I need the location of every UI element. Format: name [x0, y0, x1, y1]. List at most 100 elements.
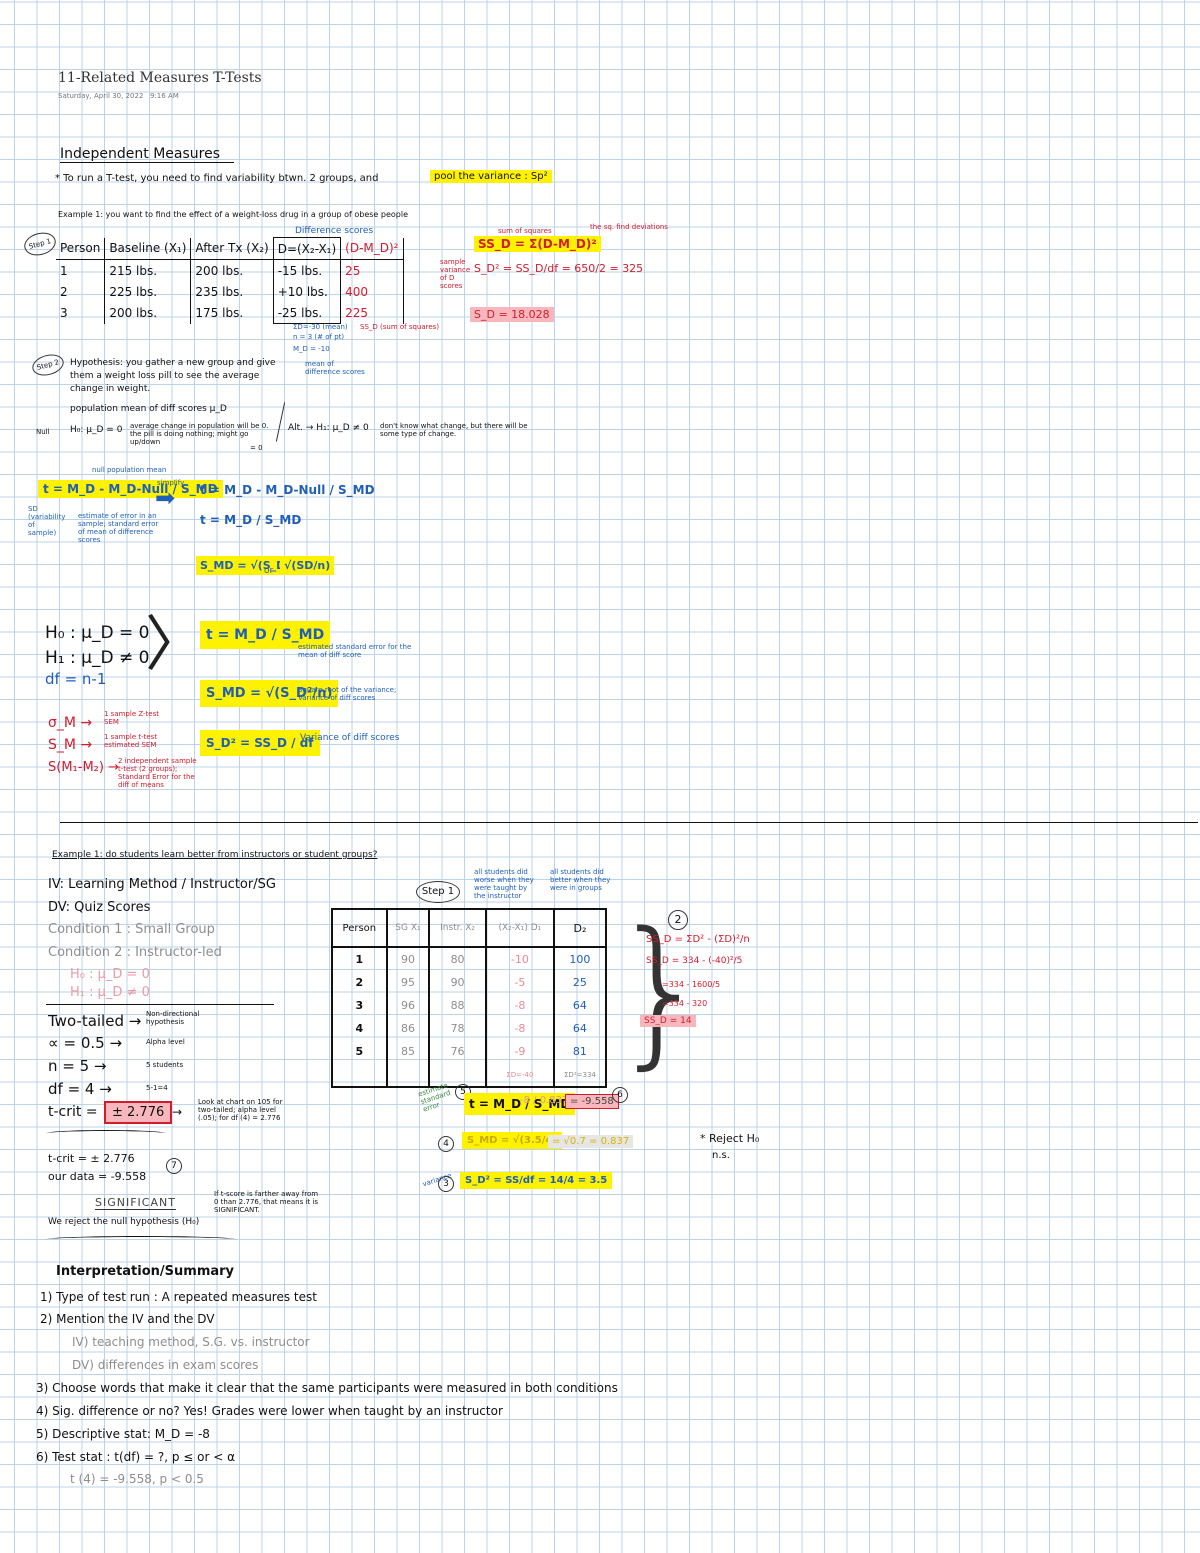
table-cell-empty — [385, 1063, 430, 1087]
s-m1m2-label: S(M₁-M₂) → — [48, 760, 119, 775]
t-formula-3: t = M_D / S_MD — [200, 513, 302, 527]
null-label: Null — [36, 428, 50, 436]
interp-item-5: 5) Descriptive stat: M_D = -8 — [36, 1427, 210, 1441]
table-cell: -25 lbs. — [272, 302, 342, 324]
summary-t-note: estimated standard error for the mean of… — [298, 643, 412, 659]
df-label: df = 4 → — [48, 1080, 112, 1098]
table-cell: 2 — [56, 281, 106, 302]
summary-smd-box: S_MD = √(S_D²/n) — [200, 680, 339, 707]
tcrit-value: ± 2.776 — [104, 1101, 173, 1124]
table-cell: -15 lbs. — [272, 259, 342, 281]
sum-note-3: M_D = -10 — [293, 345, 330, 353]
th-sg: SG X₁ — [385, 909, 430, 947]
smd-calc-2: = √0.7 = 0.837 — [548, 1135, 634, 1148]
tcrit-underline — [46, 1130, 166, 1137]
t-formula-2: t = M_D - M_D-Null / S_MD — [200, 483, 375, 497]
interp-test-stat: t (4) = -9.558, p < 0.5 — [70, 1472, 204, 1486]
intro-text: * To run a T-test, you need to find vari… — [55, 173, 379, 184]
significant-label: SIGNIFICANT — [95, 1196, 176, 1210]
table-cell: 2 — [355, 976, 364, 989]
table-cell: 88 — [428, 994, 486, 1017]
smd-calc: S_MD = √(3.5/4) — [462, 1132, 562, 1149]
step4-circle: 4 — [438, 1136, 454, 1152]
interp-item-3: 3) Choose words that make it clear that … — [36, 1381, 618, 1395]
table-cell: -10 — [484, 947, 554, 971]
interp-item-6: 6) Test stat : t(df) = ?, p ≤ or < α — [36, 1450, 236, 1464]
table-cell: -8 — [484, 994, 554, 1017]
summary-h0: H₀ : μ_D = 0 — [45, 623, 150, 643]
table-cell: -9 — [484, 1040, 554, 1063]
table-cell: -5 — [484, 971, 554, 994]
dv-text: DV: Quiz Scores — [48, 900, 151, 915]
null-note-2: = 0 — [250, 444, 263, 452]
quiz-scores-table: Person SG X₁ Instr. X₂ (X₂-X₁) D₁ D₂ 1 9… — [331, 908, 607, 1088]
null-note: average change in population will be 0. … — [130, 422, 269, 446]
s-m-label: S_M → — [48, 737, 93, 753]
example2-h0: H₀ : μ_D = 0 — [70, 967, 150, 982]
table-cell: 215 lbs. — [104, 259, 192, 281]
table-cell: +10 lbs. — [272, 281, 342, 302]
population-mean-text: population mean of diff scores μ_D — [70, 404, 227, 414]
table-cell: 85 — [385, 1040, 430, 1063]
table-cell: 86 — [385, 1017, 430, 1040]
null-hypothesis: H₀: μ_D = 0 — [70, 425, 123, 435]
sd-formula: S_D = 18.028 — [470, 307, 554, 322]
step2-circle: 2 — [668, 910, 688, 930]
alt-note: don't know what change, but there will b… — [380, 422, 528, 438]
page-title: 11-Related Measures T-Tests — [58, 70, 262, 86]
alpha-label: ∝ = 0.5 → — [48, 1034, 123, 1052]
ss-calc-4: =334 - 320 — [662, 999, 708, 1008]
summary-var-box: S_D² = SS_D / df — [200, 730, 320, 756]
step3-circle: 3 — [438, 1176, 454, 1192]
reject-underline — [46, 1236, 236, 1243]
tcrit-label: t-crit = — [48, 1104, 98, 1120]
table-cell: 225 — [340, 302, 404, 324]
t-calc: t = M_D / S_MD — [464, 1093, 576, 1115]
t-result: = -9.558 — [565, 1094, 619, 1109]
table-cell: 90 — [385, 947, 430, 971]
interp-item-iv: IV) teaching method, S.G. vs. instructor — [72, 1335, 310, 1349]
table-cell: 200 lbs. — [104, 302, 192, 324]
summary-h1: H₁ : μ_D ≠ 0 — [45, 648, 150, 668]
example2-title: Example 1: do students learn better from… — [52, 850, 378, 860]
two-tailed-label: Two-tailed → — [48, 1012, 142, 1030]
ss-calc-2: SS_D = 334 - (-40)²/5 — [646, 956, 743, 966]
sd-alt-formula: √(SD/n) — [280, 556, 335, 575]
t-formula: t = M_D - M_D-Null / S_MD — [38, 480, 223, 498]
alt-hypothesis: Alt. → H₁: μ_D ≠ 0 — [288, 423, 369, 433]
ss-calc: SS_D = ΣD² - (ΣD)²/n — [646, 934, 750, 945]
summary-bracket-icon: 〉 — [145, 610, 205, 680]
sd-note: SD (variability of sample) — [28, 505, 66, 537]
diff-scores-note: Difference scores — [295, 226, 374, 236]
s-m-note: 1 sample t-test estimated SEM — [104, 733, 158, 749]
reject-h0: * Reject H₀ — [700, 1132, 760, 1145]
sigma-m-label: σ_M → — [48, 715, 93, 731]
var-calc: S_D² = SS/df = 14/4 = 3.5 — [460, 1172, 613, 1189]
example2-step1-badge: Step 1 — [416, 881, 460, 903]
interp-item-dv: DV) differences in exam scores — [72, 1358, 259, 1372]
alpha-note: Alpha level — [146, 1038, 185, 1046]
table-cell: 4 — [355, 1022, 364, 1035]
our-data: our data = -9.558 — [48, 1170, 147, 1183]
note-better: all students did better when they were i… — [550, 868, 611, 892]
th-diff: D=(X₂-X₁) — [272, 237, 342, 260]
table-cell: 64 — [552, 994, 606, 1017]
tcrit-arrow-icon: → — [172, 1105, 183, 1119]
table-cell: 95 — [385, 971, 430, 994]
step5-circle: 5 — [455, 1084, 471, 1100]
th-person: Person — [56, 237, 106, 260]
th-person: Person — [342, 922, 377, 934]
table-cell: 5 — [355, 1045, 364, 1058]
two-tailed-note: Non-directional hypothesis — [146, 1010, 200, 1026]
variance-side-note: sample variance of D scores — [440, 258, 471, 290]
interp-item-1: 1) Type of test run : A repeated measure… — [40, 1290, 317, 1304]
table-cell-empty — [332, 1063, 387, 1087]
table-cell: 100 — [552, 947, 606, 971]
example2-h1: H₁ : μ_D ≠ 0 — [70, 985, 150, 1000]
variance-formula: S_D² = SS_D/df = 650/2 = 325 — [474, 262, 644, 275]
ss-result: SS_D = 14 — [640, 1015, 696, 1027]
n-note: 5 students — [146, 1061, 184, 1069]
ns-label: n.s. — [712, 1150, 730, 1161]
tcrit-repeat: t-crit = ± 2.776 — [48, 1152, 135, 1165]
table-cell: 400 — [340, 281, 404, 302]
